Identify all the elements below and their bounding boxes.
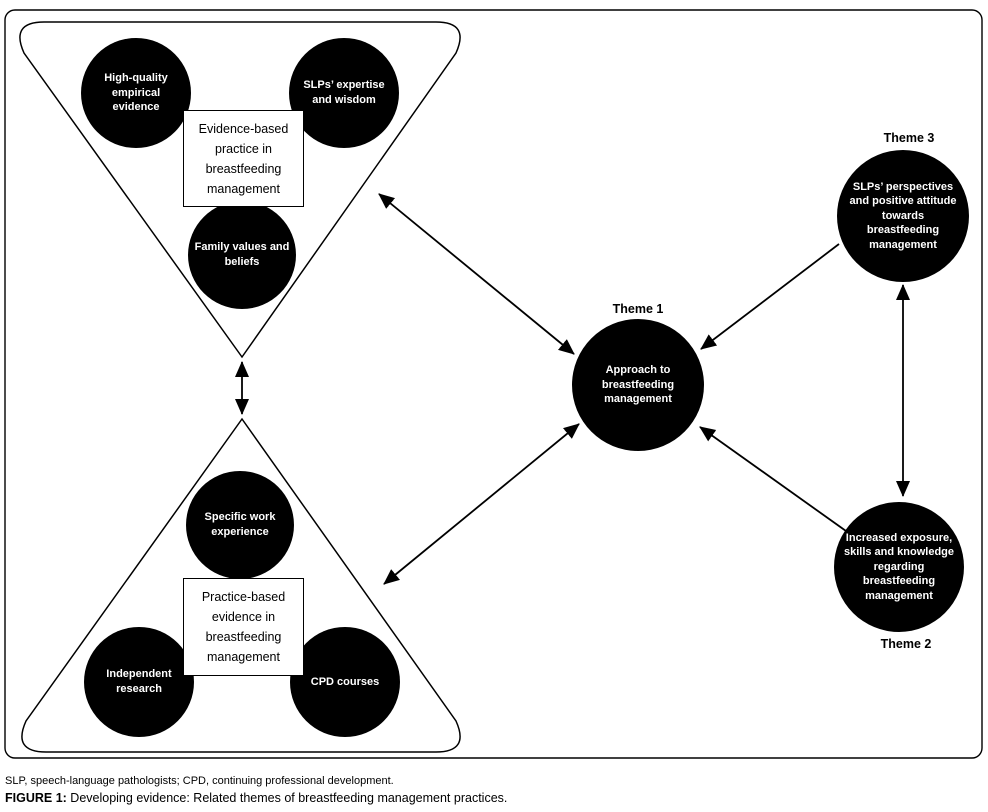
circle-independent-research [84, 627, 194, 737]
theme3-heading: Theme 3 [883, 131, 935, 145]
circle-theme3 [837, 150, 969, 282]
theme3-circle-label: SLPs’ perspectives and positive attitude… [849, 180, 957, 251]
theme1-heading: Theme 1 [612, 302, 664, 316]
cpd-courses-label: CPD courses [310, 675, 380, 688]
arrow-evidence-theme1 [378, 193, 575, 355]
figure-caption: FIGURE 1: Developing evidence: Related t… [5, 791, 507, 805]
circle-high-quality-evidence [81, 38, 191, 148]
arrow-practice-theme1 [383, 423, 580, 585]
family-values-label: Family values and beliefs [194, 241, 290, 268]
figure-caption-label: FIGURE 1: [5, 791, 67, 805]
circle-specific-work-experience [186, 471, 294, 579]
independent-research-label: Independent research [106, 668, 172, 695]
slps-expertise-label: SLPs’ expertise and wisdom [303, 79, 385, 106]
high-quality-evidence-label: High-quality empirical evidence [104, 72, 168, 114]
arrow-theme2-theme1 [699, 426, 847, 532]
circle-cpd-courses [290, 627, 400, 737]
circle-theme1 [572, 319, 704, 451]
practice-based-evidence-box: Practice-based evidence in breastfeeding… [183, 578, 304, 676]
circle-theme2 [834, 502, 964, 632]
theme1-circle-label: Approach to breastfeeding management [601, 364, 675, 406]
circle-slps-expertise [289, 38, 399, 148]
figure-caption-text: Developing evidence: Related themes of b… [70, 791, 508, 805]
theme2-circle-label: Increased exposure, skills and knowledge… [843, 531, 955, 602]
arrow-theme3-theme1 [700, 243, 840, 350]
specific-work-experience-label: Specific work experience [204, 511, 276, 538]
circle-family-values [188, 201, 296, 309]
theme2-heading: Theme 2 [880, 637, 932, 651]
abbreviations-note: SLP, speech-language pathologists; CPD, … [5, 775, 394, 787]
evidence-based-practice-box: Evidence-based practice in breastfeeding… [183, 110, 304, 207]
